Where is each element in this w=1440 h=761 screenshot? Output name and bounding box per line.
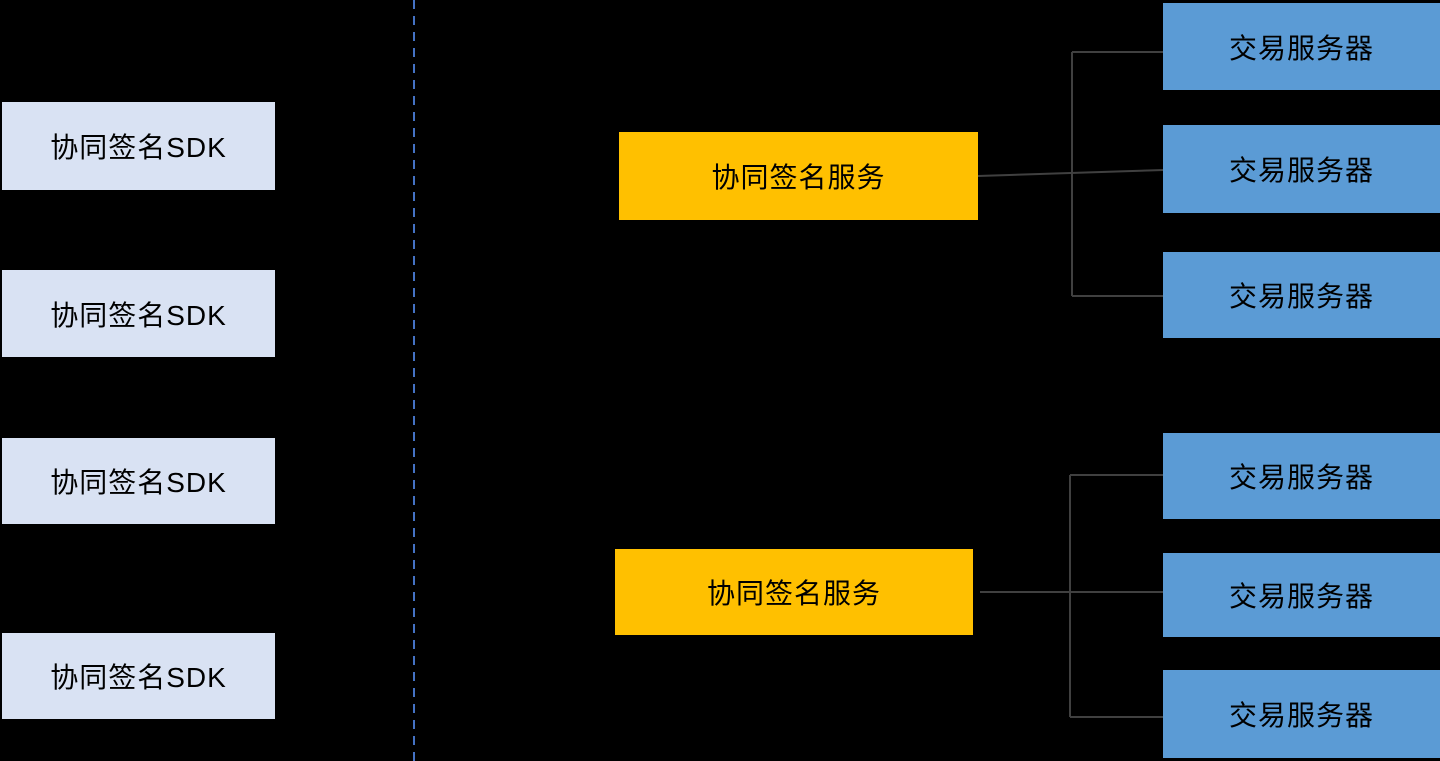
server-node-4: 交易服务器	[1163, 433, 1440, 519]
sdk-node-1: 协同签名SDK	[2, 102, 275, 190]
connector-service1-server2	[977, 169, 1165, 177]
sdk-node-4: 协同签名SDK	[2, 633, 275, 719]
server-node-2: 交易服务器	[1163, 125, 1440, 213]
server-node-1: 交易服务器	[1163, 3, 1440, 90]
server-node-5: 交易服务器	[1163, 553, 1440, 637]
sdk-node-3: 协同签名SDK	[2, 438, 275, 524]
service-node-1: 协同签名服务	[619, 132, 978, 220]
server-node-6: 交易服务器	[1163, 670, 1440, 758]
sdk-node-2: 协同签名SDK	[2, 270, 275, 357]
service-node-2: 协同签名服务	[615, 549, 973, 635]
server-node-3: 交易服务器	[1163, 252, 1440, 338]
